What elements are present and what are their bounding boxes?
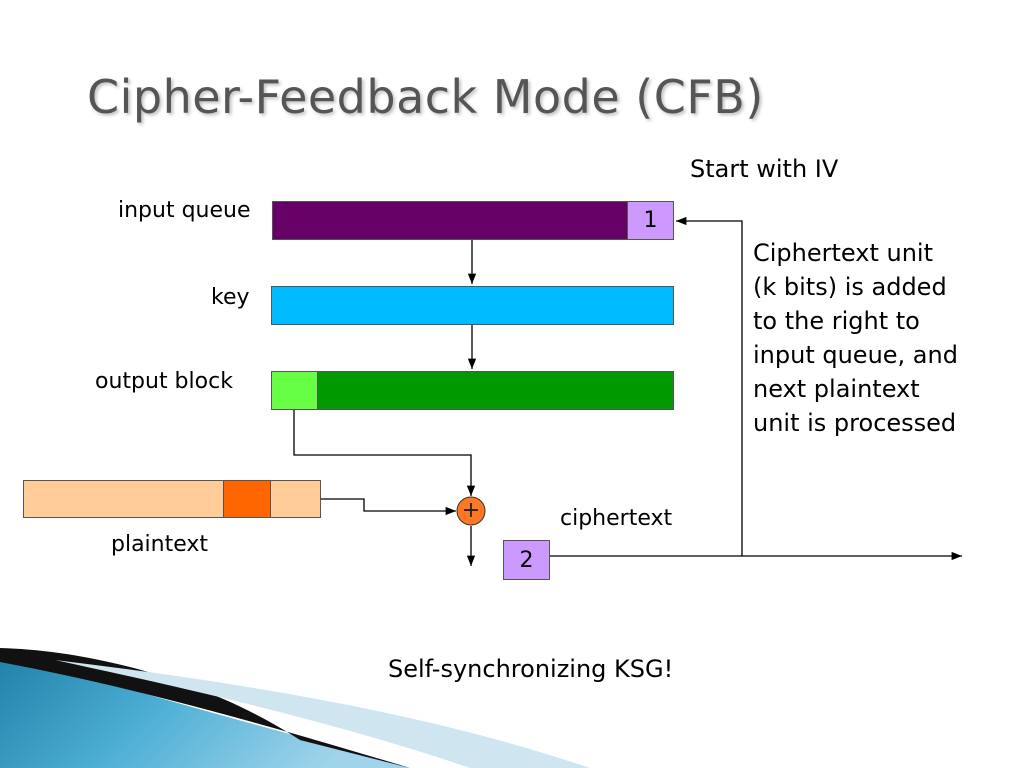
decorative-swoosh: [0, 648, 590, 768]
xor-symbol: [456, 496, 486, 526]
output-block: [271, 371, 674, 410]
input-queue-unit: 1: [627, 201, 674, 240]
arrow-feedback: [676, 216, 743, 556]
arrow-output-to-xor: [293, 410, 476, 496]
xor-plus-label: +: [461, 498, 481, 523]
note-line: next plaintext: [753, 375, 920, 403]
plaintext-block: [23, 480, 321, 518]
ciphertext-unit: 2: [503, 540, 550, 580]
plaintext-unit: [223, 480, 271, 518]
key-label: key: [211, 285, 250, 310]
ciphertext-label: ciphertext: [560, 506, 673, 531]
note-line: Ciphertext unit: [753, 239, 933, 267]
explanation-note: Ciphertext unit (k bits) is added to the…: [753, 236, 958, 440]
note-line: to the right to: [753, 307, 920, 335]
start-with-iv-label: Start with IV: [690, 155, 839, 183]
input-queue-block: [272, 201, 629, 240]
note-line: (k bits) is added: [753, 273, 947, 301]
plaintext-label: plaintext: [111, 532, 209, 557]
slide-title: Cipher-Feedback Mode (CFB): [87, 70, 764, 124]
note-line: unit is processed: [753, 409, 957, 437]
output-block-unit: [271, 371, 318, 410]
input-queue-label: input queue: [118, 198, 251, 223]
bottom-caption: Self-synchronizing KSG!: [388, 655, 674, 683]
note-line: input queue, and: [753, 341, 958, 369]
output-block-label: output block: [95, 369, 233, 394]
key-block: [271, 286, 674, 325]
